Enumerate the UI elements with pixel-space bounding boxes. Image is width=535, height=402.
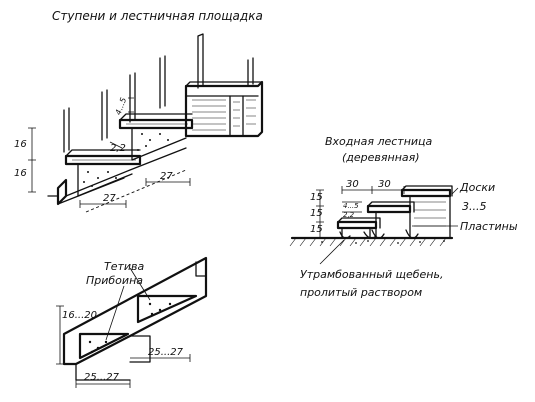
post-gap: 4...5 [114, 96, 129, 116]
stringer-base [47, 147, 187, 213]
riser-height-bottom: 16 [14, 168, 27, 179]
stairs-dimension-lines [28, 96, 191, 208]
label-tetiva: Тетива [104, 260, 145, 273]
entrance-small-dim-2: 2,2 [343, 211, 355, 219]
entrance-title-line2: (деревянная) [342, 151, 420, 164]
stringer-tread-lower-dim: 25...27 [84, 372, 120, 383]
riser-height-top: 16 [14, 139, 27, 150]
label-boards-thickness: 3...5 [462, 200, 487, 213]
entrance-riser-1: 15 [310, 192, 323, 203]
label-boards: Доски [459, 181, 495, 194]
stringer-riser-dim: 16...20 [62, 310, 97, 321]
label-gravel-line2: пролитый раствором [300, 286, 422, 299]
entrance-stairs-drawing [289, 185, 459, 265]
label-gravel-line1: Утрамбованный щебень, [300, 268, 443, 281]
board-thickness: 2,2 [110, 143, 126, 154]
stairs-landing-drawing: 16 16 27 27 2,2 4...5 [14, 33, 264, 213]
landing-block [184, 80, 264, 138]
stringer-detail-drawing [56, 256, 208, 388]
entrance-riser-2: 15 [310, 208, 323, 219]
railing-balusters [63, 33, 254, 153]
entrance-small-dim-1: 4...5 [343, 202, 359, 210]
tread-depth-upper: 27 [160, 171, 173, 182]
stringer-tread-upper-dim: 25...27 [148, 347, 184, 358]
tread-depth-lower: 27 [103, 193, 116, 204]
entrance-title-line1: Входная лестница [325, 135, 433, 148]
upper-step [118, 113, 194, 161]
stairs-title: Ступени и лестничная площадка [52, 9, 263, 23]
lower-step [64, 149, 142, 197]
entrance-riser-3: 15 [310, 224, 323, 235]
entrance-tread-1: 30 [346, 179, 359, 190]
label-plates: Пластины [460, 220, 518, 233]
label-pridavina: Прибоина [86, 274, 143, 287]
entrance-tread-2: 30 [378, 179, 391, 190]
